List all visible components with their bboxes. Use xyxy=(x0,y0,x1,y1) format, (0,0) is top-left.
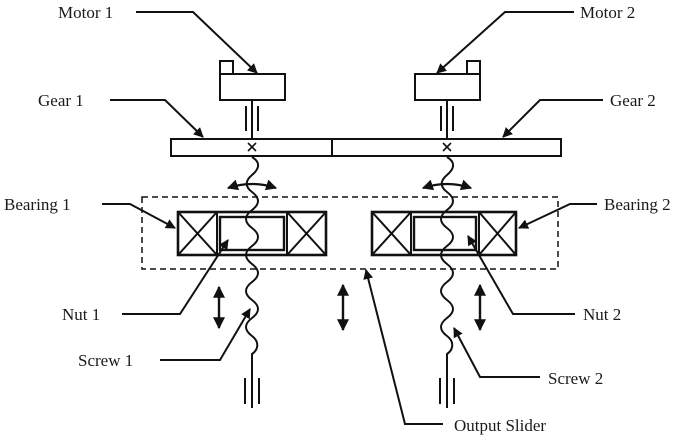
leader-gear-1 xyxy=(110,99,204,138)
motor-2 xyxy=(414,60,481,139)
label-bearing-1: Bearing 1 xyxy=(4,195,71,214)
gear-train xyxy=(170,138,562,157)
bearing-1 xyxy=(176,210,328,257)
gear-2-axis-mark xyxy=(442,142,452,152)
screw-2 xyxy=(440,156,454,380)
label-gear-1: Gear 1 xyxy=(38,91,84,110)
motor-1-terminal xyxy=(219,60,234,75)
label-gear-2: Gear 2 xyxy=(610,91,656,110)
leader-motor-1 xyxy=(136,11,258,74)
label-nut-1: Nut 1 xyxy=(62,305,100,324)
motor-1-body xyxy=(219,73,286,101)
label-output-slider: Output Slider xyxy=(454,416,546,435)
leader-bearing-2 xyxy=(518,203,597,229)
label-nut-2: Nut 2 xyxy=(583,305,621,324)
bearing-1-housing xyxy=(176,210,328,257)
label-screw-2: Screw 2 xyxy=(548,369,603,388)
leader-screw-1 xyxy=(160,308,251,361)
motor-2-terminal xyxy=(466,60,481,75)
screw-1-ground-icon xyxy=(244,378,260,408)
leader-motor-2 xyxy=(436,11,574,74)
label-motor-1: Motor 1 xyxy=(58,3,113,22)
leader-nut-2 xyxy=(467,235,575,315)
screw-2-ground-icon xyxy=(439,378,455,408)
nut-2 xyxy=(412,215,478,252)
leader-screw-2 xyxy=(453,327,540,378)
label-screw-1: Screw 1 xyxy=(78,351,133,370)
label-bearing-2: Bearing 2 xyxy=(604,195,671,214)
leaders xyxy=(102,11,603,425)
screw-1 xyxy=(245,156,259,380)
motor-2-body xyxy=(414,73,481,101)
nut-1 xyxy=(218,215,286,252)
rotation-arrow-1-icon xyxy=(226,179,278,191)
leader-output-slider xyxy=(363,269,443,425)
label-motor-2: Motor 2 xyxy=(580,3,635,22)
output-slider-frame xyxy=(141,196,559,270)
rotation-arrow-2-icon xyxy=(421,179,473,191)
leader-bearing-1 xyxy=(102,203,176,229)
motor-1 xyxy=(219,60,286,139)
leader-nut-1 xyxy=(122,239,229,315)
gear-1-axis-mark xyxy=(247,142,257,152)
leader-gear-2 xyxy=(502,99,603,138)
